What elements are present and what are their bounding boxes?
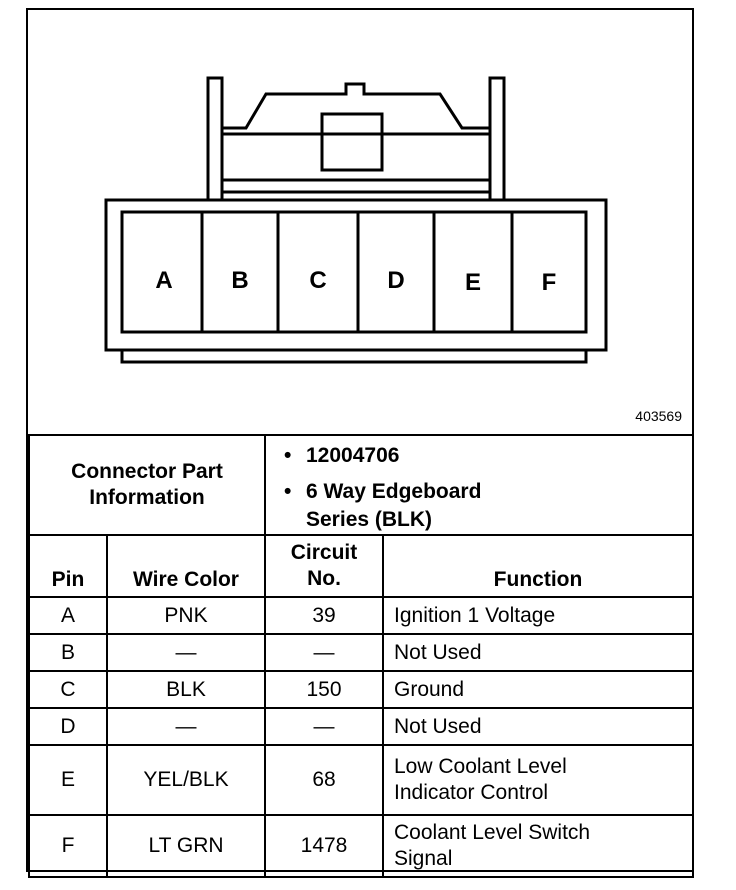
bullet-icon: •	[284, 444, 292, 467]
connector-type-text: 6 Way Edgeboard	[306, 480, 482, 503]
pin-cell: B	[28, 633, 108, 672]
pin-cell: A	[28, 596, 108, 635]
circuit-cell: 68	[264, 744, 384, 816]
figure-id: 403569	[635, 408, 682, 424]
latch-top	[222, 82, 490, 130]
part-number-text: 12004706	[306, 444, 400, 467]
pin-header: Pin	[28, 534, 108, 598]
function-line2: Indicator Control	[394, 781, 549, 804]
left-post	[206, 76, 224, 200]
function-line1: Not Used	[394, 714, 482, 738]
part-info-heading-line2: Information	[89, 486, 205, 509]
function-line1: Ground	[394, 677, 465, 701]
circuit-cell: 39	[264, 596, 384, 635]
circuit-header-line1: Circuit	[290, 541, 358, 564]
circuit-header: Circuit No.	[264, 534, 384, 598]
wire-color-cell: YEL/BLK	[106, 744, 266, 816]
table-row: D——Not Used	[28, 707, 694, 746]
circuit-header-line2: No.	[307, 567, 341, 590]
right-post	[488, 76, 506, 200]
function-cell: Not Used	[382, 633, 694, 672]
connector-body	[104, 198, 608, 352]
function-cell: Not Used	[382, 707, 694, 746]
connector-pin-label-d: D	[387, 267, 404, 294]
pinout-table: Connector Part Information • 12004706 • 6 …	[28, 434, 694, 878]
wire-color-cell: —	[106, 707, 266, 746]
connector-series: Series (BLK)	[306, 508, 433, 531]
wire-color-cell: LT GRN	[106, 814, 266, 878]
wire-color-cell: —	[106, 633, 266, 672]
connector-pin-label-b: B	[231, 267, 248, 294]
function-cell: Ground	[382, 670, 694, 709]
part-info-details: • 12004706 • 6 Way Edgeboard Series (BLK)	[264, 434, 694, 536]
function-line2: Signal	[394, 847, 453, 870]
part-number: • 12004706	[284, 442, 692, 470]
function-line1: Low Coolant Level	[394, 755, 567, 778]
connector-diagram: A B C D E F 403569	[28, 10, 692, 434]
bullet-icon: •	[284, 480, 292, 503]
part-info-heading: Connector Part Information	[28, 434, 266, 536]
circuit-cell: 150	[264, 670, 384, 709]
wire-color-cell: BLK	[106, 670, 266, 709]
function-line1: Not Used	[394, 640, 482, 664]
connector-pin-label-f: F	[542, 269, 557, 296]
wire-color-cell: PNK	[106, 596, 266, 635]
connector-pin-label-e: E	[465, 269, 481, 296]
part-info-heading-line1: Connector Part	[71, 460, 223, 483]
pin-cell: D	[28, 707, 108, 746]
function-line1: Coolant Level Switch	[394, 821, 591, 844]
table-header-row: Pin Wire Color Circuit No. Function	[28, 534, 694, 598]
connector-type: • 6 Way Edgeboard	[284, 478, 692, 506]
pin-cell: F	[28, 814, 108, 878]
pin-cell: E	[28, 744, 108, 816]
function-cell: Ignition 1 Voltage	[382, 596, 694, 635]
circuit-cell: —	[264, 633, 384, 672]
circuit-cell: —	[264, 707, 384, 746]
circuit-cell: 1478	[264, 814, 384, 878]
part-info-row: Connector Part Information • 12004706 • 6 …	[28, 434, 694, 536]
pin-cavity-frame	[120, 210, 588, 334]
connector-drawing: A B C D E F	[104, 76, 608, 364]
wire-color-header: Wire Color	[106, 534, 266, 598]
pin-cell: C	[28, 670, 108, 709]
latch-tab	[320, 112, 384, 172]
connector-pin-label-a: A	[155, 267, 172, 294]
function-line1: Ignition 1 Voltage	[394, 603, 556, 627]
table-row: B——Not Used	[28, 633, 694, 672]
function-header: Function	[382, 534, 694, 598]
connector-pin-label-c: C	[309, 267, 326, 294]
